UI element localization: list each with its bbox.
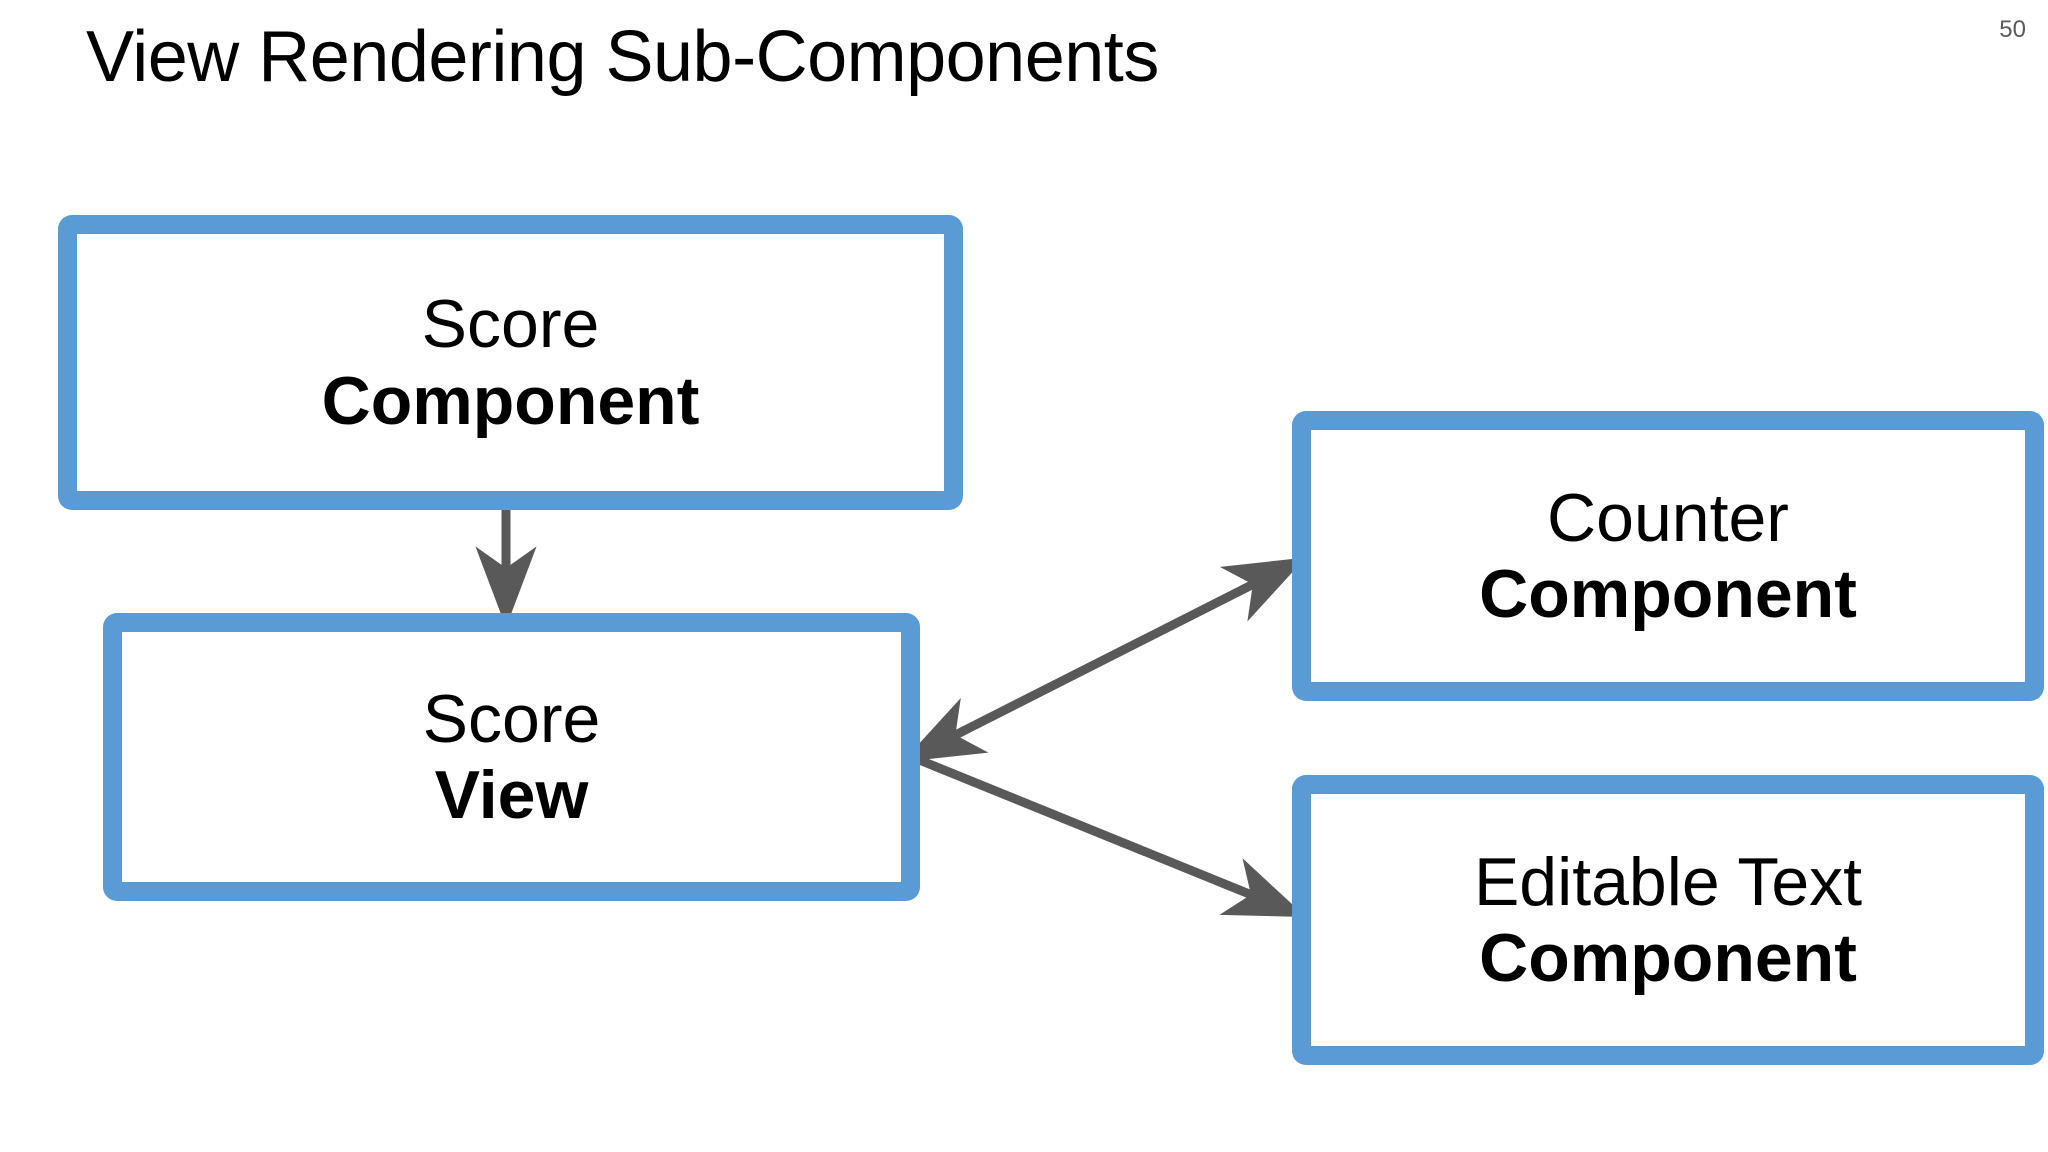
node-score-view[interactable]: Score View	[103, 613, 920, 901]
arrow-score-view-to-editable-text-component	[910, 752, 1307, 920]
node-score-component[interactable]: Score Component	[58, 215, 963, 510]
node-score-view-line2: View	[434, 757, 589, 833]
node-counter-component-line2: Component	[1479, 556, 1857, 632]
node-editable-text-component-line1: Editable Text	[1473, 843, 1863, 920]
node-counter-component-line1: Counter	[1547, 479, 1789, 556]
node-editable-text-component-line2: Component	[1479, 920, 1857, 996]
node-score-component-line2: Component	[321, 362, 700, 439]
slide-page-number: 50	[1999, 16, 2026, 43]
node-editable-text-component[interactable]: Editable Text Component	[1292, 775, 2044, 1065]
arrow-score-view-to-counter-component	[902, 555, 1306, 762]
page-title: View Rendering Sub-Components	[86, 17, 1159, 97]
node-score-view-line1: Score	[422, 680, 601, 757]
node-score-component-line1: Score	[421, 286, 600, 363]
node-counter-component[interactable]: Counter Component	[1292, 411, 2044, 701]
